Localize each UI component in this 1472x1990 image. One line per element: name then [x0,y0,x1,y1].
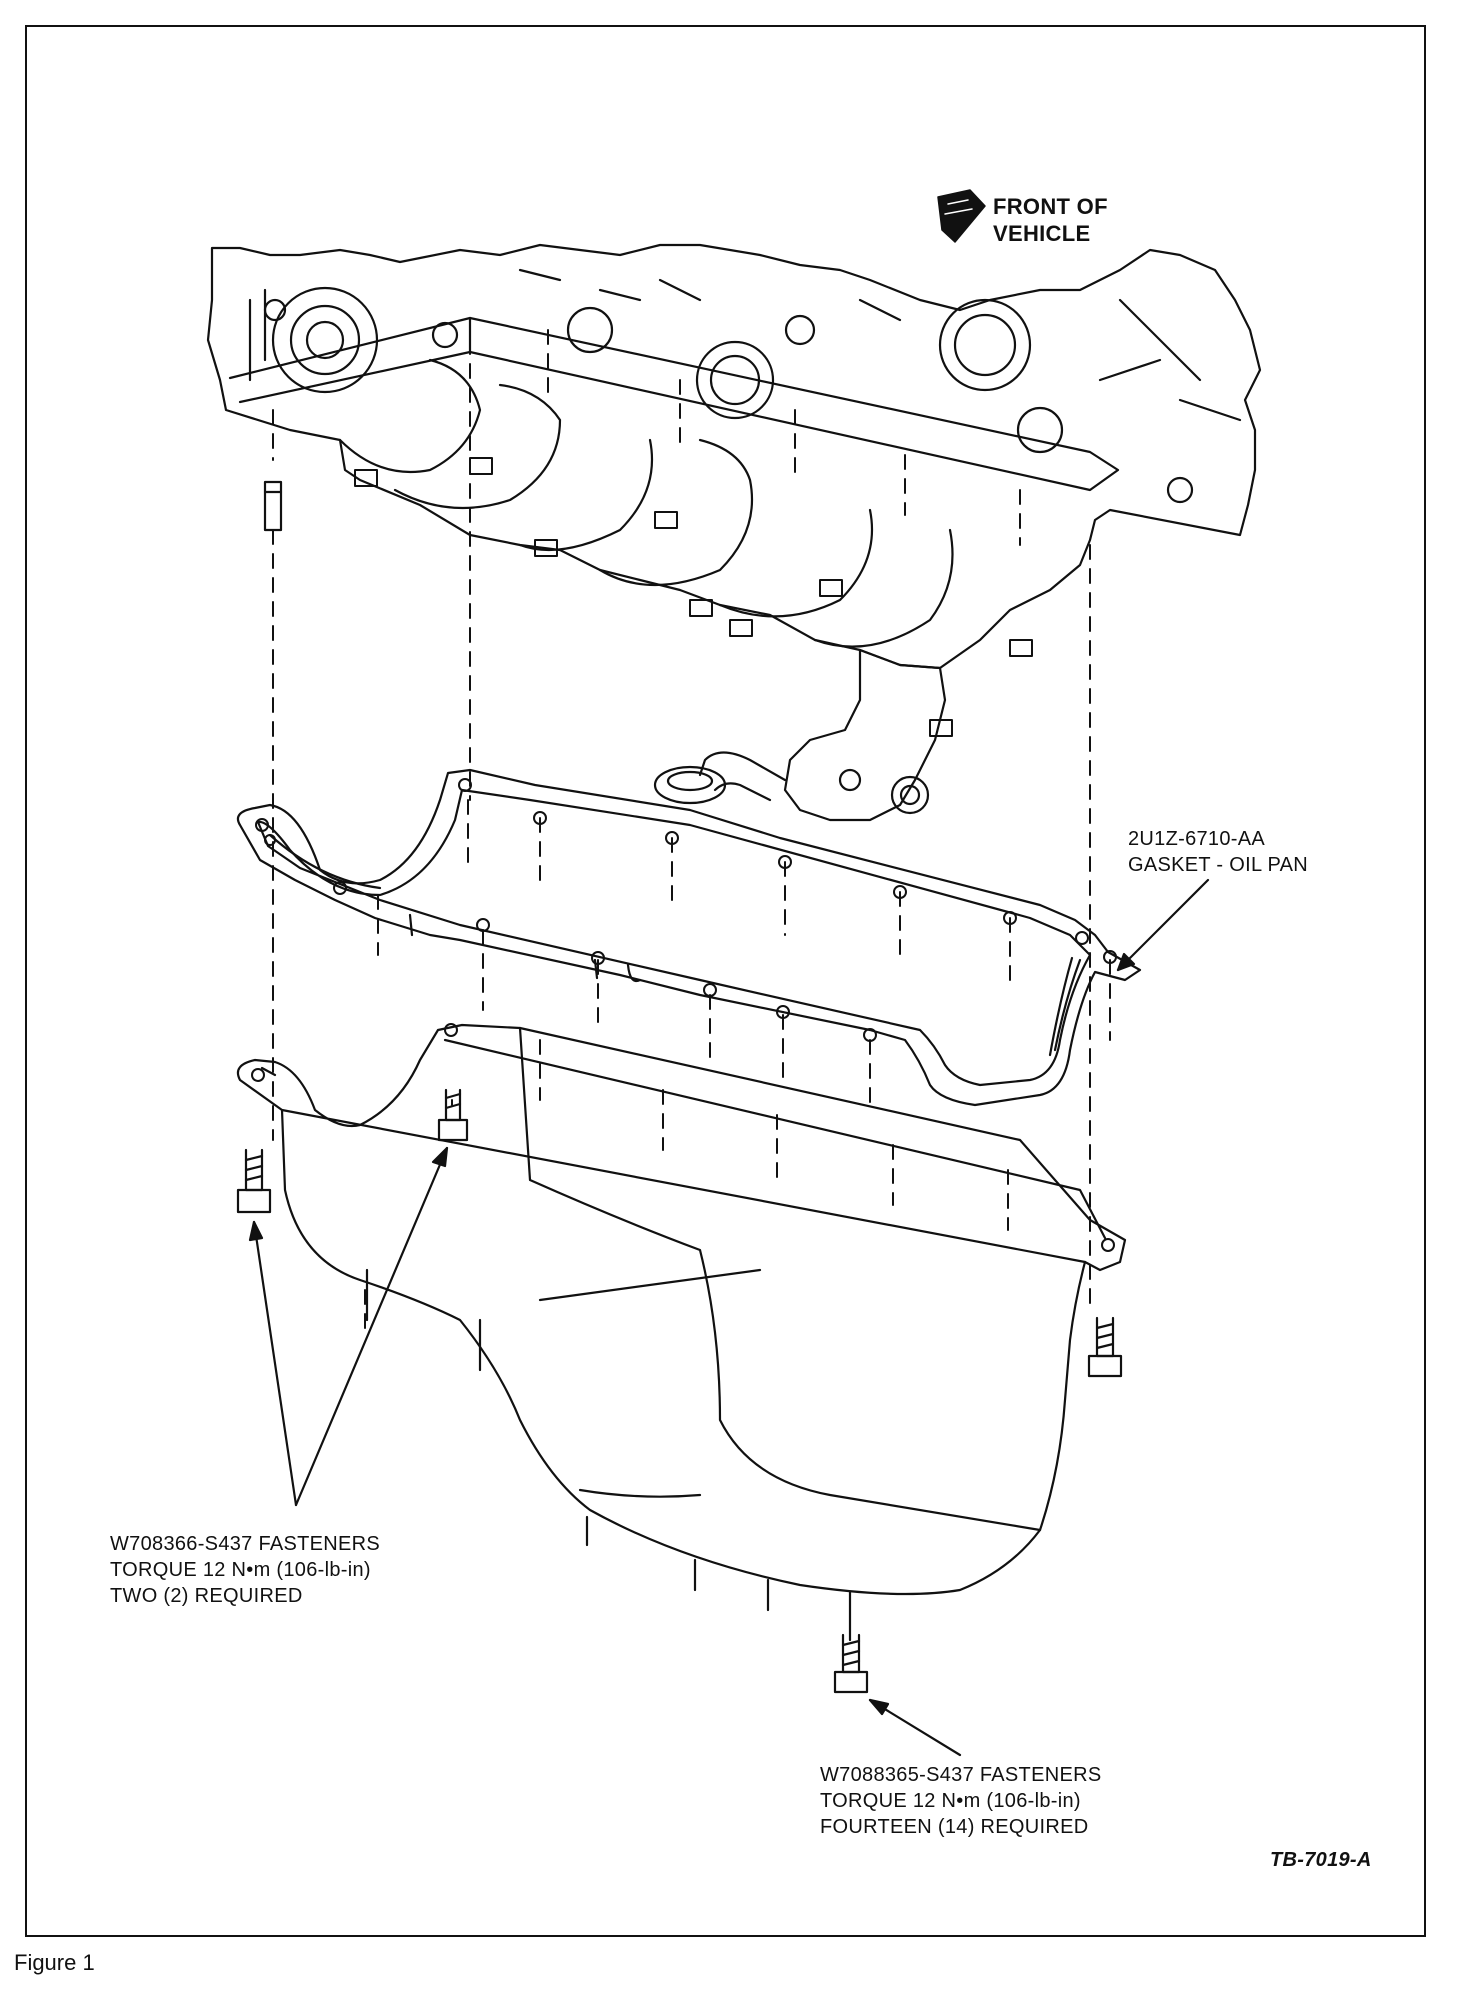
front-arrow-icon [937,189,986,243]
figure-frame [25,25,1426,1937]
fasteners-fourteen-part-number: W7088365-S437 FASTENERS [820,1764,1102,1786]
front-of-vehicle-line-1: FRONT OF [993,194,1108,219]
front-of-vehicle-line-2: VEHICLE [993,221,1091,246]
drawing-code: TB-7019-A [1270,1849,1372,1871]
fasteners-two-quantity: TWO (2) REQUIRED [110,1585,303,1607]
leader-arrows [248,878,1210,1757]
gasket-part-number: 2U1Z-6710-AA [1128,828,1265,850]
fasteners-two-callout: W708366-S437 FASTENERS TORQUE 12 N•m (10… [110,1531,380,1609]
oil-pan [236,1023,1127,1642]
fastener-bolt-right [1087,1316,1123,1378]
fasteners-fourteen-callout: W7088365-S437 FASTENERS TORQUE 12 N•m (1… [820,1762,1101,1840]
gasket-description: GASKET - OIL PAN [1128,854,1309,876]
fasteners-fourteen-quantity: FOURTEEN (14) REQUIRED [820,1816,1089,1838]
front-of-vehicle-label: FRONT OF VEHICLE [993,193,1108,247]
fasteners-fourteen-torque: TORQUE 12 N•m (106-lb-in) [820,1790,1081,1812]
oil-pump-pickup [653,648,947,822]
engine-block [206,243,1262,737]
oil-pan-gasket [236,768,1142,1107]
alignment-lines [272,329,1111,1331]
fasteners-two-torque: TORQUE 12 N•m (106-lb-in) [110,1559,371,1581]
fastener-bolt-left [236,1148,272,1214]
fastener-bolt-bottom [833,1633,869,1694]
gasket-callout: 2U1Z-6710-AA GASKET - OIL PAN [1128,826,1308,878]
dowel-pin [263,480,283,532]
fasteners-two-part-number: W708366-S437 FASTENERS [110,1533,381,1555]
figure-caption: Figure 1 [14,1950,95,1975]
fastener-bolt-center [437,1088,469,1142]
